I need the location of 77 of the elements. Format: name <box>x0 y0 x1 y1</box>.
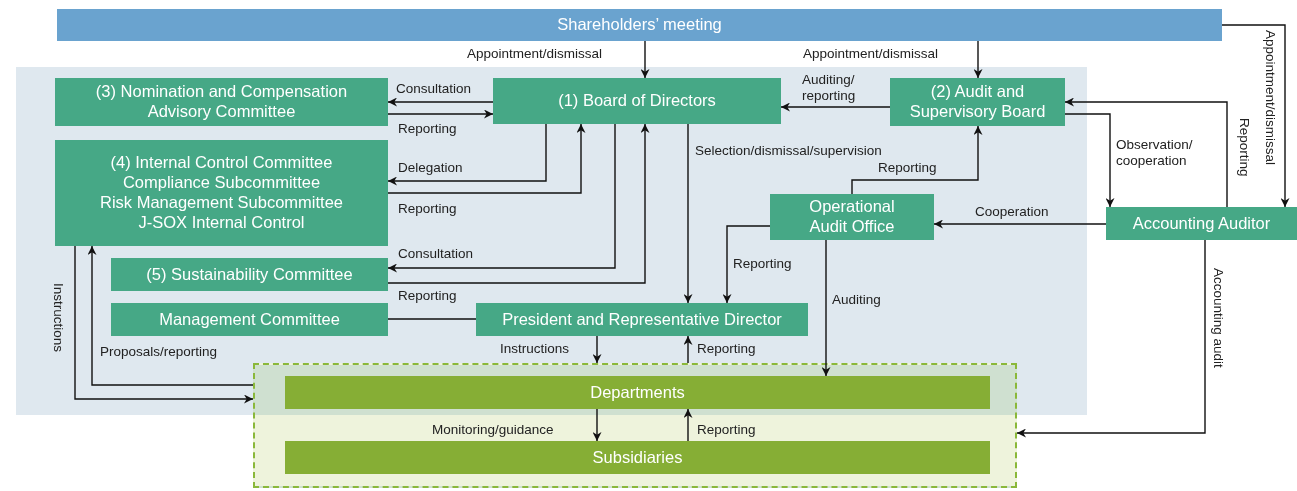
arrow <box>387 109 494 119</box>
edge-label: Consultation <box>396 81 472 98</box>
arrow <box>1064 97 1228 208</box>
box-label: Departments <box>590 382 685 403</box>
edge-label: Instructions <box>50 283 67 353</box>
edge-label: Reporting <box>878 160 937 177</box>
box-label: Operational Audit Office <box>808 197 896 237</box>
arrow <box>851 125 983 195</box>
process-box <box>55 78 388 126</box>
edge-label: Cooperation <box>975 204 1049 221</box>
arrow <box>387 97 494 107</box>
process-box <box>770 194 934 240</box>
edge-label: Reporting <box>733 256 792 273</box>
arrow <box>1016 239 1206 438</box>
edge-label: Proposals/reporting <box>100 344 218 361</box>
arrow <box>387 123 586 194</box>
box-label: J-SOX Internal Control <box>138 212 305 233</box>
box-label: Shareholders’ meeting <box>557 15 722 35</box>
edge-label: Delegation <box>398 160 463 177</box>
edge-label: Reporting <box>697 422 756 439</box>
box-label: Management Committee <box>159 309 340 330</box>
arrow <box>973 40 983 79</box>
arrow <box>640 40 650 79</box>
box-label: (3) Nomination and Compensation Advisory Committee <box>94 82 349 122</box>
dashed-group-box <box>253 363 1017 488</box>
arrow <box>683 123 693 304</box>
box-label: Risk Management Subcommittee <box>100 193 343 213</box>
process-box <box>493 78 781 124</box>
department-bar <box>285 376 990 409</box>
process-box <box>111 303 388 336</box>
arrow <box>387 123 616 273</box>
process-box <box>476 303 808 336</box>
arrow <box>87 245 254 386</box>
box-label: (2) Audit and Supervisory Board <box>908 82 1047 122</box>
arrow <box>387 123 547 186</box>
arrow <box>683 408 693 442</box>
process-box <box>111 258 388 291</box>
arrow <box>722 225 771 304</box>
arrow <box>1221 24 1290 208</box>
edge-label: Accounting audit <box>1210 268 1227 368</box>
edge-label: Reporting <box>398 121 457 138</box>
edge-label: Reporting <box>1236 118 1253 177</box>
arrow <box>933 219 1107 229</box>
process-box <box>1106 207 1297 240</box>
edge-label: Auditing/ reporting <box>802 72 857 105</box>
edge-label: Reporting <box>697 341 756 358</box>
box-label: President and Representative Director <box>502 309 782 330</box>
edge-label: Reporting <box>398 288 457 305</box>
edge-label: Monitoring/guidance <box>432 422 554 439</box>
box-label: Compliance Subcommittee <box>122 173 321 193</box>
arrow <box>780 102 891 112</box>
edge-label: Appointment/dismissal <box>803 46 939 63</box>
arrow <box>387 123 650 284</box>
box-label: (5) Sustainability Committee <box>146 264 353 285</box>
process-box <box>890 78 1065 126</box>
edge-label: Observation/ cooperation <box>1116 137 1194 170</box>
edge-label: Auditing <box>832 292 881 309</box>
box-label: (4) Internal Control Committee <box>110 153 333 174</box>
arrow <box>592 408 602 442</box>
arrow <box>74 245 254 404</box>
edge-label: Appointment/dismissal <box>1262 30 1279 166</box>
edge-label: Reporting <box>398 201 457 218</box>
arrow <box>821 239 831 377</box>
edge-label: Instructions <box>500 341 570 358</box>
process-box <box>55 140 388 246</box>
box-label: Accounting Auditor <box>1132 213 1271 234</box>
edge-label: Consultation <box>398 246 474 263</box>
box-label: Subsidiaries <box>592 447 683 468</box>
edge-label: Appointment/dismissal <box>467 46 603 63</box>
arrow <box>592 335 602 364</box>
meeting-bar <box>57 9 1222 41</box>
subsidiary-bar <box>285 441 990 474</box>
arrow <box>1064 113 1115 208</box>
box-label: (1) Board of Directors <box>558 91 716 111</box>
edge-label: Selection/dismissal/supervision <box>695 143 882 160</box>
connector-line <box>387 318 477 320</box>
arrow <box>683 335 693 364</box>
